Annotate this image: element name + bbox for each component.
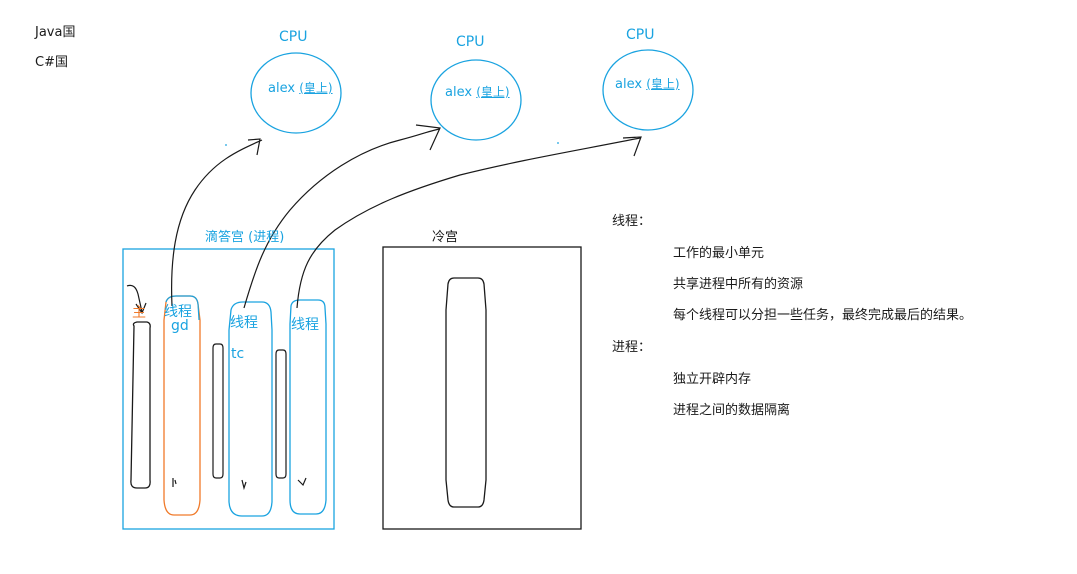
- arrow-head-cpu2: [415, 124, 441, 151]
- cpu-circle-2: [430, 59, 522, 141]
- label-csharp-country: C#国: [35, 55, 68, 70]
- cpu-name-1: alex: [268, 81, 296, 96]
- cpu-circle-1: [250, 52, 342, 134]
- notes-thread-heading: 线程：: [612, 214, 652, 229]
- cpu-role-2: (皇上): [476, 85, 510, 99]
- notes-thread-point-3: 每个线程可以分担一些任务，最终完成最后的结果。: [673, 308, 973, 323]
- thread-mark-3: [297, 477, 307, 487]
- notes-process-heading: 进程：: [612, 340, 652, 355]
- notes-process-point-2: 进程之间的数据隔离: [673, 403, 791, 418]
- arrow-head-main: [135, 302, 147, 315]
- main-thread-label: 主: [132, 305, 146, 321]
- thread-label-2: 线程: [230, 315, 258, 331]
- cpu-title-1: CPU: [279, 29, 308, 45]
- arrow-head-cpu3: [622, 136, 642, 157]
- cold-palace-thread-shape: [445, 277, 487, 508]
- cpu-title-3: CPU: [626, 27, 655, 43]
- cpu-role-1: (皇上): [299, 81, 333, 95]
- thread-shape-1-blue: [165, 295, 200, 321]
- cold-palace-box: [382, 246, 582, 530]
- process-box: [122, 248, 335, 530]
- thread-mark-1: [172, 478, 177, 487]
- arrow-to-main: [126, 284, 143, 313]
- thread-shape-2: [228, 301, 273, 517]
- arrow-thread3-to-cpu3: [296, 137, 641, 309]
- label-java-country: Java国: [35, 25, 76, 40]
- process-title: 滴答宫 (进程): [205, 230, 285, 245]
- cpu-title-2: CPU: [456, 34, 485, 50]
- arrow-thread1-to-cpu1: [171, 139, 263, 307]
- thread-mark-2: [241, 479, 247, 491]
- cpu-name-3: alex: [615, 77, 643, 92]
- cpu-circle-3: [602, 49, 694, 131]
- thread-label-1: 线程: [164, 304, 192, 320]
- sleep-thread-shape-2: [275, 349, 287, 479]
- notes-thread-point-2: 共享进程中所有的资源: [673, 277, 804, 292]
- notes-thread-point-1: 工作的最小单元: [673, 246, 765, 261]
- thread-label-3: 线程: [291, 317, 319, 333]
- sleep-thread-shape-1: [212, 343, 224, 479]
- thread-sub-2: tc: [231, 346, 245, 362]
- cold-palace-title: 冷宫: [432, 230, 459, 245]
- cpu-label-3: alex (皇上): [615, 78, 680, 91]
- cpu-label-2: alex (皇上): [445, 86, 510, 99]
- notes-process-point-1: 独立开辟内存: [673, 372, 752, 387]
- cpu-role-3: (皇上): [646, 77, 680, 91]
- cpu-name-2: alex: [445, 85, 473, 100]
- cpu-label-1: alex (皇上): [268, 82, 333, 95]
- main-thread-shape: [130, 321, 151, 489]
- thread-sub-1: gd: [171, 318, 189, 334]
- arrow-head-cpu1: [247, 138, 261, 156]
- arrow-thread2-to-cpu2: [243, 128, 441, 309]
- stray-dot: [557, 142, 559, 144]
- stray-dot: [225, 144, 227, 146]
